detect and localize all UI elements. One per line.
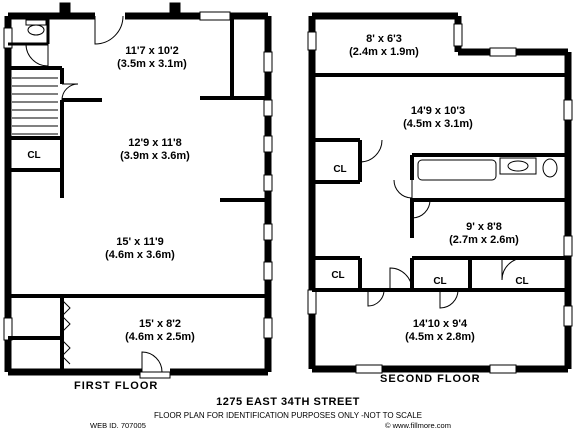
closet-label: CL	[27, 150, 40, 161]
first-floor-plan	[3, 2, 273, 379]
web-id: WEB ID. 707005	[90, 421, 146, 430]
second-floor-plan	[307, 12, 573, 374]
room-dim-metric: (4.5m x 3.1m)	[403, 118, 473, 130]
closet-label: CL	[433, 276, 446, 287]
address-title: 1275 EAST 34TH STREET	[216, 396, 360, 408]
copyright: © www.fillmore.com	[385, 421, 451, 430]
vanity-icon	[499, 157, 537, 175]
room-dim-metric: (2.7m x 2.6m)	[449, 234, 519, 246]
room-dim-imperial: 12'9 x 11'8	[128, 137, 182, 149]
door-swing	[439, 289, 459, 309]
bathtub-icon	[417, 159, 497, 181]
sink-icon	[507, 160, 529, 172]
toilet-tank	[25, 19, 47, 26]
toilet-icon	[27, 24, 45, 36]
bifold-door	[61, 299, 71, 333]
door-swing	[501, 257, 525, 281]
room-dim-imperial: 9' x 8'8	[466, 221, 502, 233]
room-dim-metric: (2.4m x 1.9m)	[349, 46, 419, 58]
disclaimer-text: FLOOR PLAN FOR IDENTIFICATION PURPOSES O…	[153, 411, 423, 420]
first-floor-label: FIRST FLOOR	[74, 380, 159, 392]
door-swing	[389, 267, 413, 291]
room-dim-metric: (3.9m x 3.6m)	[120, 150, 190, 162]
second-floor-label: SECOND FLOOR	[380, 373, 481, 385]
closet-label: CL	[515, 276, 528, 287]
room-dim-imperial: 15' x 11'9	[116, 236, 163, 248]
front-door-swing	[141, 351, 163, 373]
door-swing	[359, 139, 383, 163]
rear-door-swing	[94, 15, 124, 45]
door-swing	[411, 199, 431, 219]
room-dim-metric: (4.6m x 2.5m)	[125, 331, 195, 343]
closet-label: CL	[331, 270, 344, 281]
door-swing	[367, 289, 385, 307]
first-floor-outer-walls	[4, 12, 272, 376]
room-dim-imperial: 8' x 6'3	[366, 33, 402, 45]
door-swing	[61, 83, 79, 101]
closet-label: CL	[333, 164, 346, 175]
room-dim-metric: (4.6m x 3.6m)	[105, 249, 175, 261]
toilet-icon	[542, 158, 558, 178]
front-steps	[139, 371, 171, 379]
room-dim-metric: (3.5m x 3.1m)	[117, 58, 187, 70]
room-dim-imperial: 11'7 x 10'2	[125, 45, 179, 57]
bifold-door	[61, 339, 71, 365]
second-floor-windows	[307, 23, 573, 374]
first-floor-bath	[8, 16, 50, 46]
chimney-stub	[169, 2, 181, 18]
room-labels: 11'7 x 10'2 (3.5m x 3.1m) 12'9 x 11'8 (3…	[27, 33, 528, 343]
room-dim-imperial: 15' x 8'2	[139, 318, 181, 330]
room-dim-metric: (4.5m x 2.8m)	[405, 331, 475, 343]
first-floor-partitions	[8, 16, 268, 372]
room-dim-imperial: 14'9 x 10'3	[411, 105, 465, 117]
room-dim-imperial: 14'10 x 9'4	[413, 318, 468, 330]
second-floor-outer-walls	[308, 12, 572, 373]
door-swing	[25, 43, 49, 67]
door-swing	[393, 179, 413, 199]
chimney-stub	[59, 2, 71, 18]
staircase	[12, 77, 58, 135]
